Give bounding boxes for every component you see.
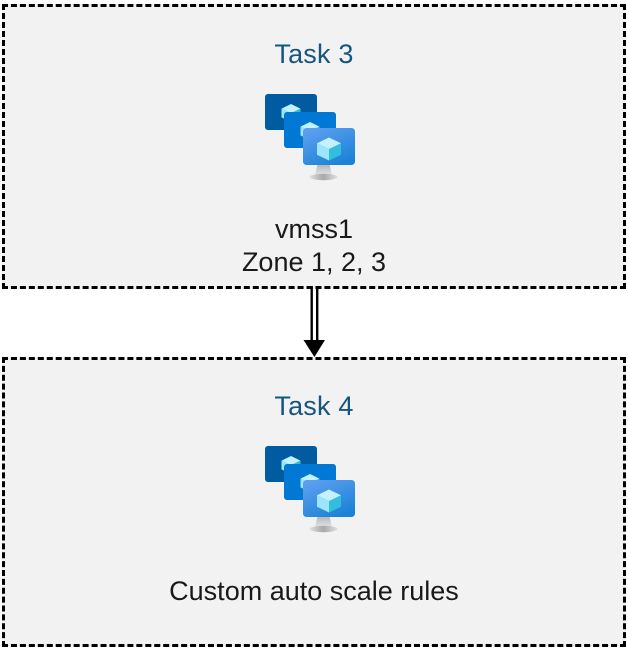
vm-scale-set-icon: [262, 90, 366, 191]
task-3-title: Task 3: [274, 39, 354, 69]
task-4-caption-line-1: Custom auto scale rules: [169, 576, 459, 606]
task-4-caption: Custom auto scale rules: [169, 575, 459, 608]
vm-scale-set-icon: [262, 442, 366, 543]
task-box-task-4[interactable]: Task 4: [2, 357, 626, 647]
double-line-arrow-icon: [296, 286, 332, 358]
task-3-caption-line-2: Zone 1, 2, 3: [241, 247, 387, 277]
task-box-task-3[interactable]: Task 3: [2, 4, 626, 289]
task-3-caption: vmss1 Zone 1, 2, 3: [242, 213, 386, 279]
task-4-title: Task 4: [274, 391, 354, 421]
task-3-caption-line-1: vmss1: [274, 214, 353, 244]
